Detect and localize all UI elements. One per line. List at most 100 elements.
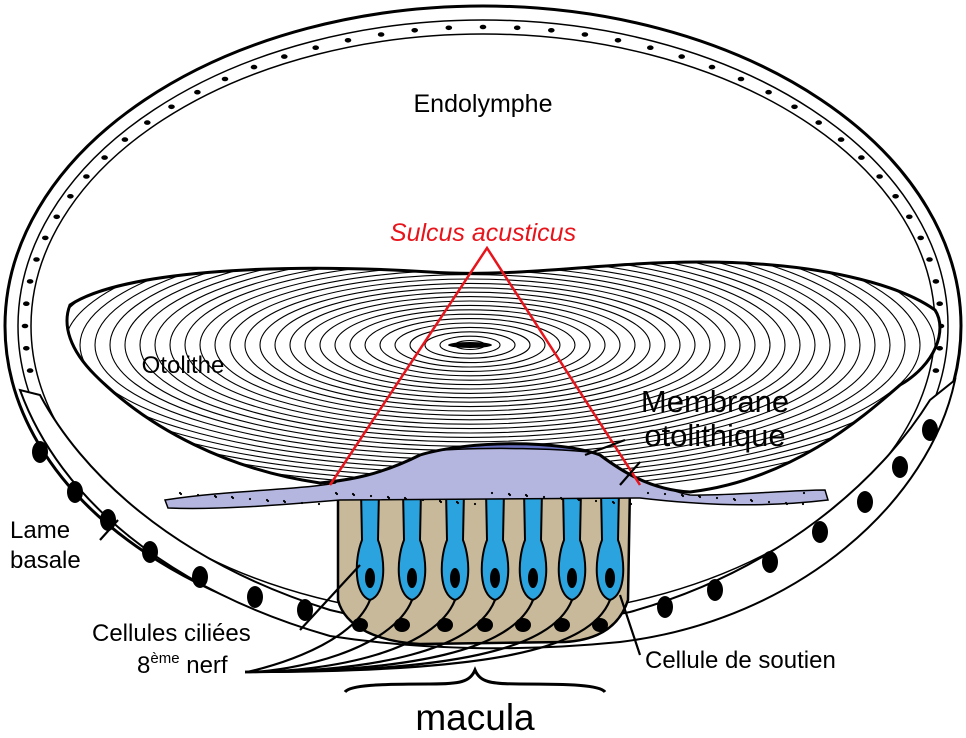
wall-nucleus [23, 346, 30, 351]
sulcus-acusticus-label: Sulcus acusticus [390, 219, 576, 247]
wall-nucleus [936, 301, 943, 306]
otolith-label: Otolithe [142, 352, 225, 379]
membrane-dot [301, 502, 303, 504]
membrane-dot [197, 494, 199, 496]
membrane-dot [509, 494, 511, 496]
membrane-label-line2: otolithique [644, 418, 785, 453]
wall-nucleus [791, 105, 798, 110]
hair-cell-nucleus [365, 568, 375, 588]
wall-nucleus [411, 28, 418, 33]
wall-nucleus [738, 77, 745, 82]
membrane-dot [803, 492, 805, 494]
wall-nucleus [548, 28, 555, 33]
wall-nucleus [933, 368, 940, 373]
membrane-dot [578, 499, 580, 501]
membrane-dot [716, 497, 718, 499]
wall-nucleus [53, 215, 60, 220]
wall-nucleus [765, 90, 772, 95]
wall-nucleus [514, 26, 521, 31]
membrane-dot [370, 495, 372, 497]
membrane-dot [180, 493, 182, 495]
membrane-dot [405, 498, 407, 500]
epithelial-nucleus [922, 419, 938, 441]
membrane-dot [353, 494, 355, 496]
wall-nucleus [815, 120, 822, 125]
membrane-dot [457, 502, 459, 504]
wall-nucleus [312, 45, 319, 50]
lame-basale-label-line2: basale [10, 547, 81, 574]
wall-nucleus [892, 194, 899, 199]
epithelial-nucleus [762, 551, 778, 573]
membrane-dot [768, 501, 770, 503]
wall-nucleus [709, 65, 716, 70]
wall-nucleus [33, 257, 40, 262]
membrane-dot [284, 501, 286, 503]
wall-nucleus [122, 137, 129, 142]
membrane-dot [561, 498, 563, 500]
wall-nucleus [917, 236, 924, 241]
membrane-dot [543, 496, 545, 498]
wall-nucleus [838, 137, 845, 142]
membrane-dot [388, 497, 390, 499]
wall-nucleus [933, 279, 940, 284]
membrane-dot [682, 495, 684, 497]
epithelial-nucleus [657, 596, 673, 618]
wall-nucleus [876, 174, 883, 179]
membrane-dot [664, 493, 666, 495]
hair-cell-nucleus [450, 568, 460, 588]
hair-cell-nucleus [490, 568, 500, 588]
membrane-dot [215, 496, 217, 498]
support-cell-nucleus [515, 618, 531, 632]
wall-nucleus [222, 77, 229, 82]
membrane-dot [630, 503, 632, 505]
hair-cell-nucleus [528, 568, 538, 588]
membrane-dot [786, 503, 788, 505]
nerve-label-text: nerf [180, 652, 228, 679]
wall-nucleus [23, 301, 30, 306]
epithelial-nucleus [857, 491, 873, 513]
membrane-label-line1: Membrane [641, 384, 789, 419]
membrane-dot [267, 500, 269, 502]
support-cell-nucleus [352, 618, 368, 632]
wall-nucleus [27, 368, 34, 373]
membrane-dot [647, 492, 649, 494]
membrane-dot [699, 496, 701, 498]
epithelial-nucleus [67, 481, 83, 503]
wall-nucleus [926, 257, 933, 262]
macula-brace [345, 670, 605, 692]
wall-nucleus [480, 25, 487, 30]
wall-nucleus [144, 120, 151, 125]
wall-nucleus [83, 174, 90, 179]
wall-nucleus [251, 65, 258, 70]
wall-nucleus [27, 279, 34, 284]
hair-cell-nucleus [605, 568, 615, 588]
membrane-dot [734, 499, 736, 501]
hair-cell-nucleus [567, 568, 577, 588]
hair-cell-nucleus [407, 568, 417, 588]
wall-nucleus [42, 236, 49, 241]
membrane-dot [751, 500, 753, 502]
wall-nucleus [281, 54, 288, 59]
wall-nucleus [582, 32, 589, 37]
membrane-dot [318, 503, 320, 505]
epithelial-nucleus [812, 521, 828, 543]
epithelial-nucleus [142, 541, 158, 563]
endolymph-label: Endolymphe [414, 90, 553, 118]
macula-label: macula [415, 697, 535, 738]
membrane-dot [802, 503, 804, 505]
wall-nucleus [67, 194, 74, 199]
membrane-dot [474, 503, 476, 505]
membrane-dot [440, 501, 442, 503]
support-cell-nucleus [394, 618, 410, 632]
support-cell-nucleus [477, 618, 493, 632]
wall-nucleus [647, 45, 654, 50]
wall-nucleus [101, 155, 108, 160]
membrane-dot [232, 497, 234, 499]
wall-nucleus [858, 155, 865, 160]
wall-nucleus [194, 90, 201, 95]
nerve-label-superscript: ème [150, 650, 179, 667]
wall-nucleus [906, 215, 913, 220]
epithelial-nucleus [192, 566, 208, 588]
wall-nucleus [446, 26, 453, 31]
wall-nucleus [22, 324, 29, 329]
